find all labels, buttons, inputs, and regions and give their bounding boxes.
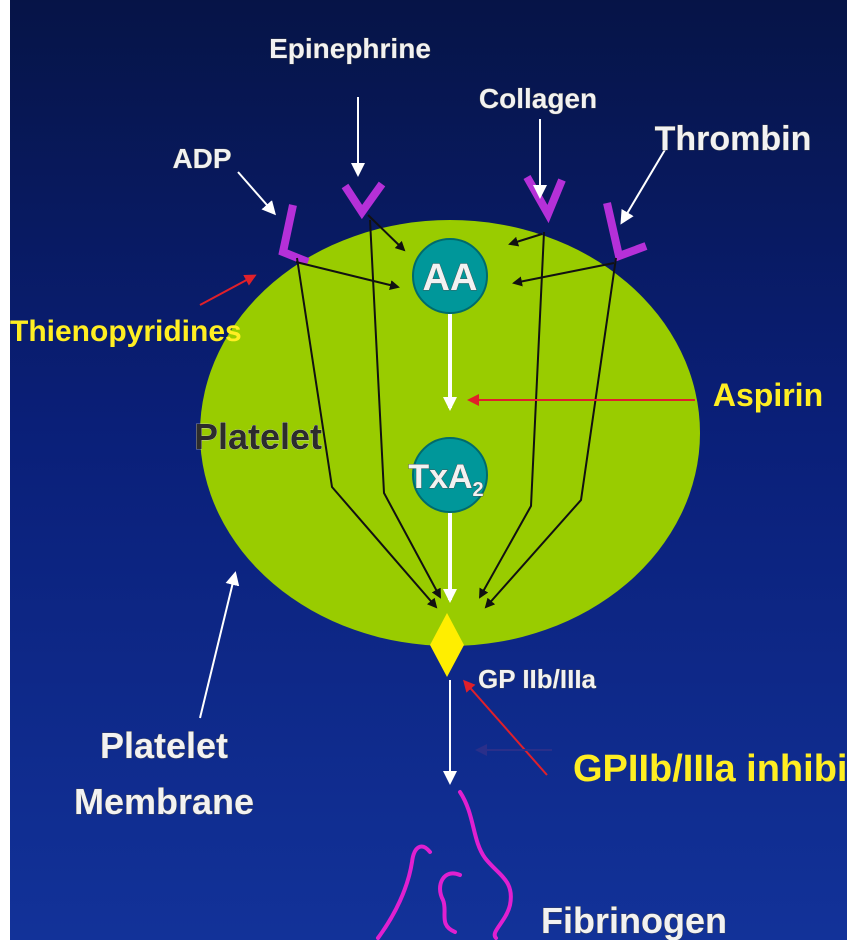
gp-inhibitors-red-arrow xyxy=(465,682,547,775)
platelet-label: Platelet xyxy=(194,416,322,457)
thienopyridines-label: Thienopyridines xyxy=(10,315,242,348)
txa2-label: TxA2 xyxy=(408,458,483,501)
epinephrine-label: Epinephrine xyxy=(269,33,431,64)
collagen-label: Collagen xyxy=(479,83,597,114)
fibrinogen-label: Fibrinogen xyxy=(541,900,727,940)
slide: Epinephrine Collagen ADP Thrombin Thieno… xyxy=(10,0,847,940)
txa2-main: TxA xyxy=(408,458,472,496)
aspirin-label: Aspirin xyxy=(713,377,823,413)
aa-label: AA xyxy=(423,257,478,299)
thrombin-label: Thrombin xyxy=(655,120,812,158)
membrane-label-line2: Membrane xyxy=(74,781,254,822)
txa2-subscript: 2 xyxy=(473,479,484,501)
membrane-label-line1: Platelet xyxy=(100,725,228,766)
adp-receptor xyxy=(283,205,308,262)
platelet-pathway-diagram: Epinephrine Collagen ADP Thrombin Thieno… xyxy=(10,0,847,940)
adp-arrow xyxy=(238,172,274,213)
membrane-arrow xyxy=(200,574,235,718)
thrombin-arrow xyxy=(622,148,666,222)
fibrinogen-strands xyxy=(378,792,511,938)
gp-inhibitors-label: GPIIb/IIIa inhibitors xyxy=(573,748,847,790)
adp-label: ADP xyxy=(172,143,231,174)
epinephrine-receptor xyxy=(345,184,382,212)
thienopyridines-arrow xyxy=(200,276,254,305)
gp-iib-iiia-label: GP IIb/IIIa xyxy=(478,664,597,694)
collagen-receptor xyxy=(527,177,562,214)
thrombin-receptor xyxy=(607,203,646,256)
